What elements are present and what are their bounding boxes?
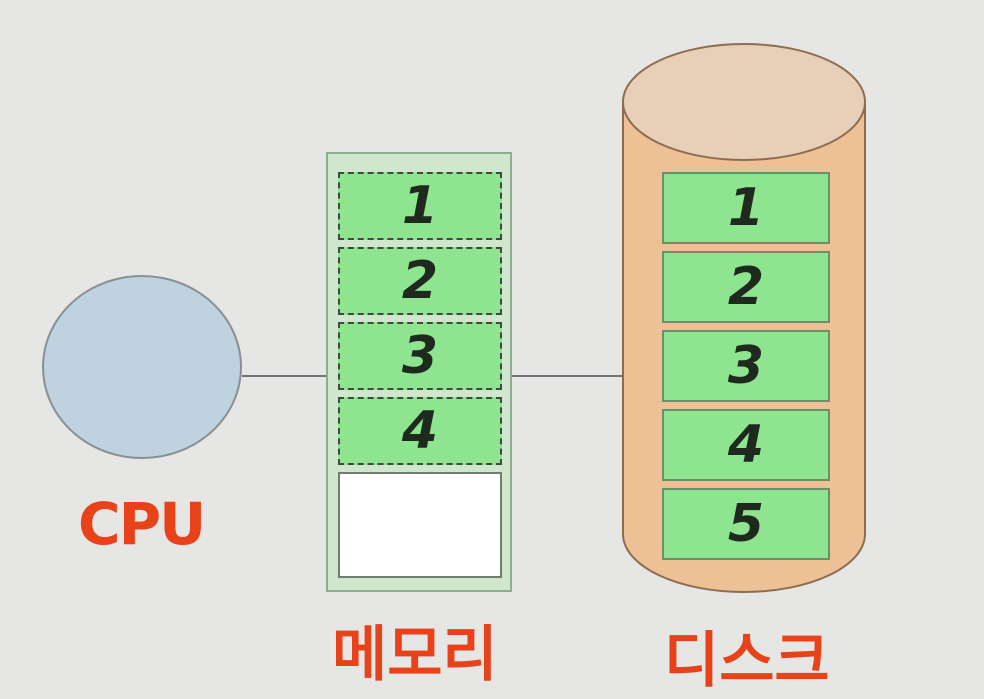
memory-box: 1 2 3 4: [326, 152, 512, 592]
disk-page: 5: [662, 488, 830, 560]
memory-page: 4: [338, 397, 502, 465]
disk-page: 4: [662, 409, 830, 481]
cpu-circle: [42, 275, 242, 459]
disk-page: 3: [662, 330, 830, 402]
connection-lines: [242, 375, 622, 377]
cpu-label: CPU: [78, 490, 206, 558]
paging-diagram: CPU 1 2 3 4 메모리 1 2 3 4 5 디스크: [42, 43, 866, 696]
memory-empty-frame: [338, 472, 502, 578]
disk-label: 디스크: [664, 626, 830, 696]
memory-label: 메모리: [332, 620, 498, 690]
memory-page: 3: [338, 322, 502, 390]
memory-page: 1: [338, 172, 502, 240]
memory-page: 2: [338, 247, 502, 315]
disk-page: 2: [662, 251, 830, 323]
disk-cylinder-top: [622, 43, 866, 161]
disk-page: 1: [662, 172, 830, 244]
